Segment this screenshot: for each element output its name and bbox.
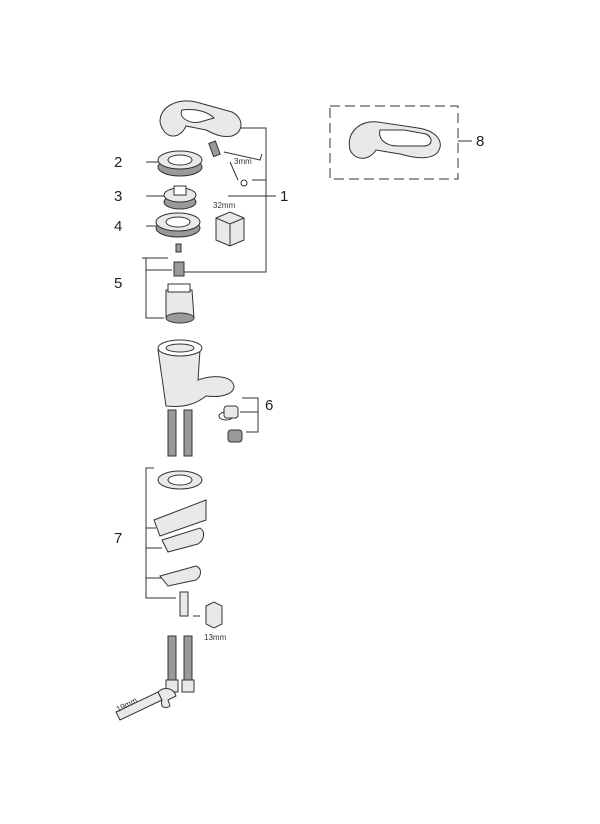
callout-4: 4 bbox=[114, 218, 122, 235]
hex-key-size: 3mm bbox=[234, 157, 252, 166]
mounting-set: 7 bbox=[114, 467, 207, 599]
cartridge: 5 bbox=[114, 257, 195, 324]
cartridge-nut: 4 bbox=[114, 212, 201, 238]
threaded-stud bbox=[179, 591, 200, 617]
hose-wrench-tool: 19mm bbox=[115, 688, 177, 721]
hex-key-tool: 3mm bbox=[208, 140, 263, 187]
aerator-set: 6 bbox=[218, 397, 273, 443]
socket-size: 32mm bbox=[213, 201, 236, 210]
callout-2: 2 bbox=[114, 154, 122, 171]
handle-detail-box: 8 bbox=[329, 105, 484, 180]
stud-socket-tool: 13mm bbox=[204, 601, 227, 642]
callout-8: 8 bbox=[476, 133, 484, 150]
callout-7: 7 bbox=[114, 530, 122, 547]
faucet-body bbox=[157, 339, 235, 457]
callout-3: 3 bbox=[114, 188, 122, 205]
callout-5: 5 bbox=[114, 275, 122, 292]
callout-1: 1 bbox=[280, 188, 288, 205]
cap-ring: 2 bbox=[114, 150, 203, 177]
stud-socket-size: 13mm bbox=[204, 633, 227, 642]
callout-6: 6 bbox=[265, 397, 273, 414]
supply-hoses bbox=[165, 635, 195, 693]
nut-socket-tool: 32mm bbox=[213, 201, 245, 247]
adapter: 3 bbox=[114, 185, 197, 210]
callout-1-bracket: 1 bbox=[178, 127, 288, 273]
